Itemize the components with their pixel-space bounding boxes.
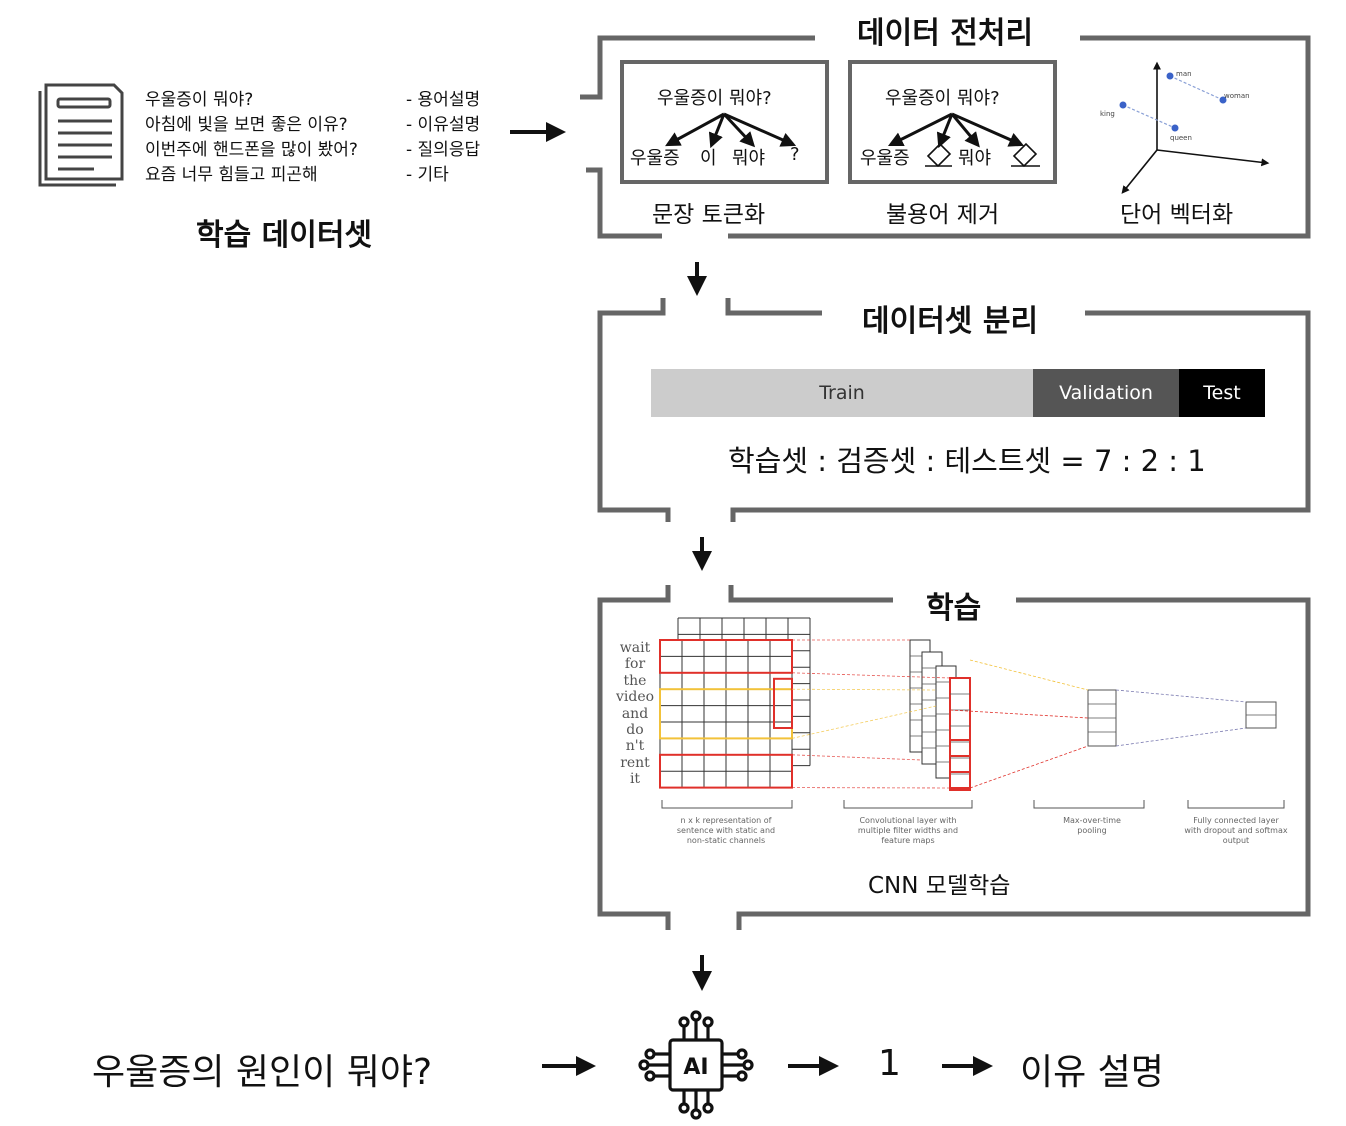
- filter-window: [659, 639, 793, 674]
- tokenize-panel: 우울증이 뭐야? 우울증 이 뭐야 ?: [620, 60, 829, 184]
- cnn-stage-caption: Fully connected layer with dropout and s…: [1184, 816, 1288, 845]
- connection-line: [1115, 689, 1247, 703]
- train-segment: Train: [651, 369, 1033, 417]
- inference-result: 1: [878, 1043, 901, 1084]
- connection-line: [969, 745, 1089, 789]
- stopword-sentence: 우울증이 뭐야?: [885, 88, 1000, 109]
- document-icon: [36, 75, 130, 193]
- eraser-icon: [925, 142, 1040, 168]
- vector-label: man: [1176, 70, 1192, 78]
- test-segment: Test: [1179, 369, 1265, 417]
- cnn-word: and: [621, 705, 649, 722]
- cnn-stage-caption: Max-over-time pooling: [1063, 816, 1121, 835]
- vector-label: woman: [1224, 92, 1250, 100]
- inference-question: 우울증의 원인이 뭐야?: [92, 1052, 433, 1093]
- token: 뭐야: [732, 148, 766, 169]
- feature-map-highlight: [949, 739, 971, 757]
- connection-line: [791, 705, 937, 739]
- dataset-question: 아침에 빛을 보면 좋은 이유?: [145, 115, 348, 135]
- stopword-caption: 불용어 제거: [886, 202, 1000, 228]
- vector-point: [1166, 72, 1174, 80]
- cnn-word: do: [626, 722, 644, 739]
- vector-caption: 단어 벡터화: [1120, 202, 1234, 228]
- split-title: 데이터셋 분리: [848, 296, 1053, 340]
- word-vector-plot: man woman king queen: [1100, 61, 1270, 194]
- connection-line: [1115, 727, 1247, 747]
- ai-label: AI: [683, 1055, 708, 1080]
- feature-map-highlight: [949, 771, 971, 789]
- cnn-word: it: [629, 771, 641, 788]
- split-frame: [725, 298, 822, 316]
- dataset-category: - 기타: [406, 165, 449, 185]
- dataset-title: 학습 데이터셋: [196, 218, 373, 253]
- vector-point: [1171, 124, 1179, 132]
- cnn-stage-caption: n x k representation of sentence with st…: [676, 816, 776, 845]
- ai-chip-icon: AI: [638, 1010, 754, 1120]
- dataset-question: 이번주에 핸드폰을 많이 봤어?: [145, 140, 358, 160]
- token: 우울증: [630, 148, 680, 169]
- training-frame: [736, 597, 1311, 930]
- stage-bracket: [1033, 800, 1145, 809]
- stage-bracket: [1187, 800, 1285, 809]
- token: 이: [700, 148, 717, 169]
- cnn-words: wait for the video and do n't rent it: [607, 640, 663, 788]
- vector-label: queen: [1170, 134, 1192, 142]
- inference-output: 이유 설명: [1020, 1052, 1164, 1093]
- stage-bracket: [843, 800, 973, 809]
- cnn-word: the: [623, 672, 647, 689]
- training-title: 학습: [912, 583, 996, 627]
- preprocess-frame: [728, 35, 1311, 239]
- cnn-word: wait: [619, 640, 651, 656]
- filter-window: [773, 677, 793, 730]
- cnn-architecture: [659, 617, 1285, 809]
- tokenize-sentence: 우울증이 뭐야?: [657, 88, 772, 109]
- validation-segment: Validation: [1033, 369, 1179, 417]
- vector-label: king: [1100, 110, 1115, 118]
- vector-point: [1119, 101, 1127, 109]
- split-frame: [597, 298, 671, 522]
- remaining-token: 뭐야: [958, 148, 992, 169]
- training-caption: CNN 모델학습: [868, 873, 1011, 899]
- connection-line: [791, 688, 937, 691]
- connection-line: [791, 672, 951, 679]
- connection-line: [969, 659, 1089, 691]
- connection-line: [791, 754, 923, 761]
- split-frame: [730, 310, 1311, 522]
- token-arrows: [665, 112, 797, 149]
- cnn-word: rent: [620, 754, 650, 771]
- preprocess-title: 데이터 전처리: [843, 8, 1048, 52]
- cnn-word: video: [615, 689, 655, 706]
- dataset-category: - 이유설명: [406, 115, 481, 135]
- vector-point: [1219, 96, 1227, 104]
- cnn-word: n't: [625, 738, 645, 755]
- dataset-questions: 우울증이 뭐야? 아침에 빛을 보면 좋은 이유? 이번주에 핸드폰을 많이 봤…: [145, 88, 358, 188]
- split-bar: Train Validation Test: [651, 369, 1265, 417]
- dataset-question: 요즘 너무 힘들고 피곤해: [145, 165, 318, 185]
- cnn-word: for: [624, 656, 646, 673]
- tokenize-caption: 문장 토큰화: [652, 202, 766, 228]
- dataset-categories: - 용어설명 - 이유설명 - 질의응답 - 기타: [406, 88, 480, 188]
- stage-bracket: [661, 800, 793, 809]
- dataset-category: - 질의응답: [406, 140, 481, 160]
- training-frame: [728, 585, 893, 603]
- preprocess-frame: [586, 167, 662, 239]
- filter-window: [659, 753, 793, 789]
- cnn-stage-caption: Convolutional layer with multiple filter…: [857, 816, 959, 845]
- split-ratio: 학습셋 : 검증셋 : 테스트셋 = 7 : 2 : 1: [728, 444, 1206, 478]
- preprocess-frame: [580, 35, 815, 100]
- token: ?: [790, 144, 800, 165]
- connection-line: [949, 709, 1089, 719]
- remaining-token: 우울증: [860, 148, 910, 169]
- dataset-category: - 용어설명: [406, 90, 481, 110]
- dataset-question: 우울증이 뭐야?: [145, 90, 254, 110]
- feature-map: [949, 677, 971, 791]
- training-frame: [597, 585, 671, 930]
- stopword-panel: 우울증이 뭐야? 우울증 뭐야: [848, 60, 1057, 184]
- stopword-arrows: [887, 112, 1040, 168]
